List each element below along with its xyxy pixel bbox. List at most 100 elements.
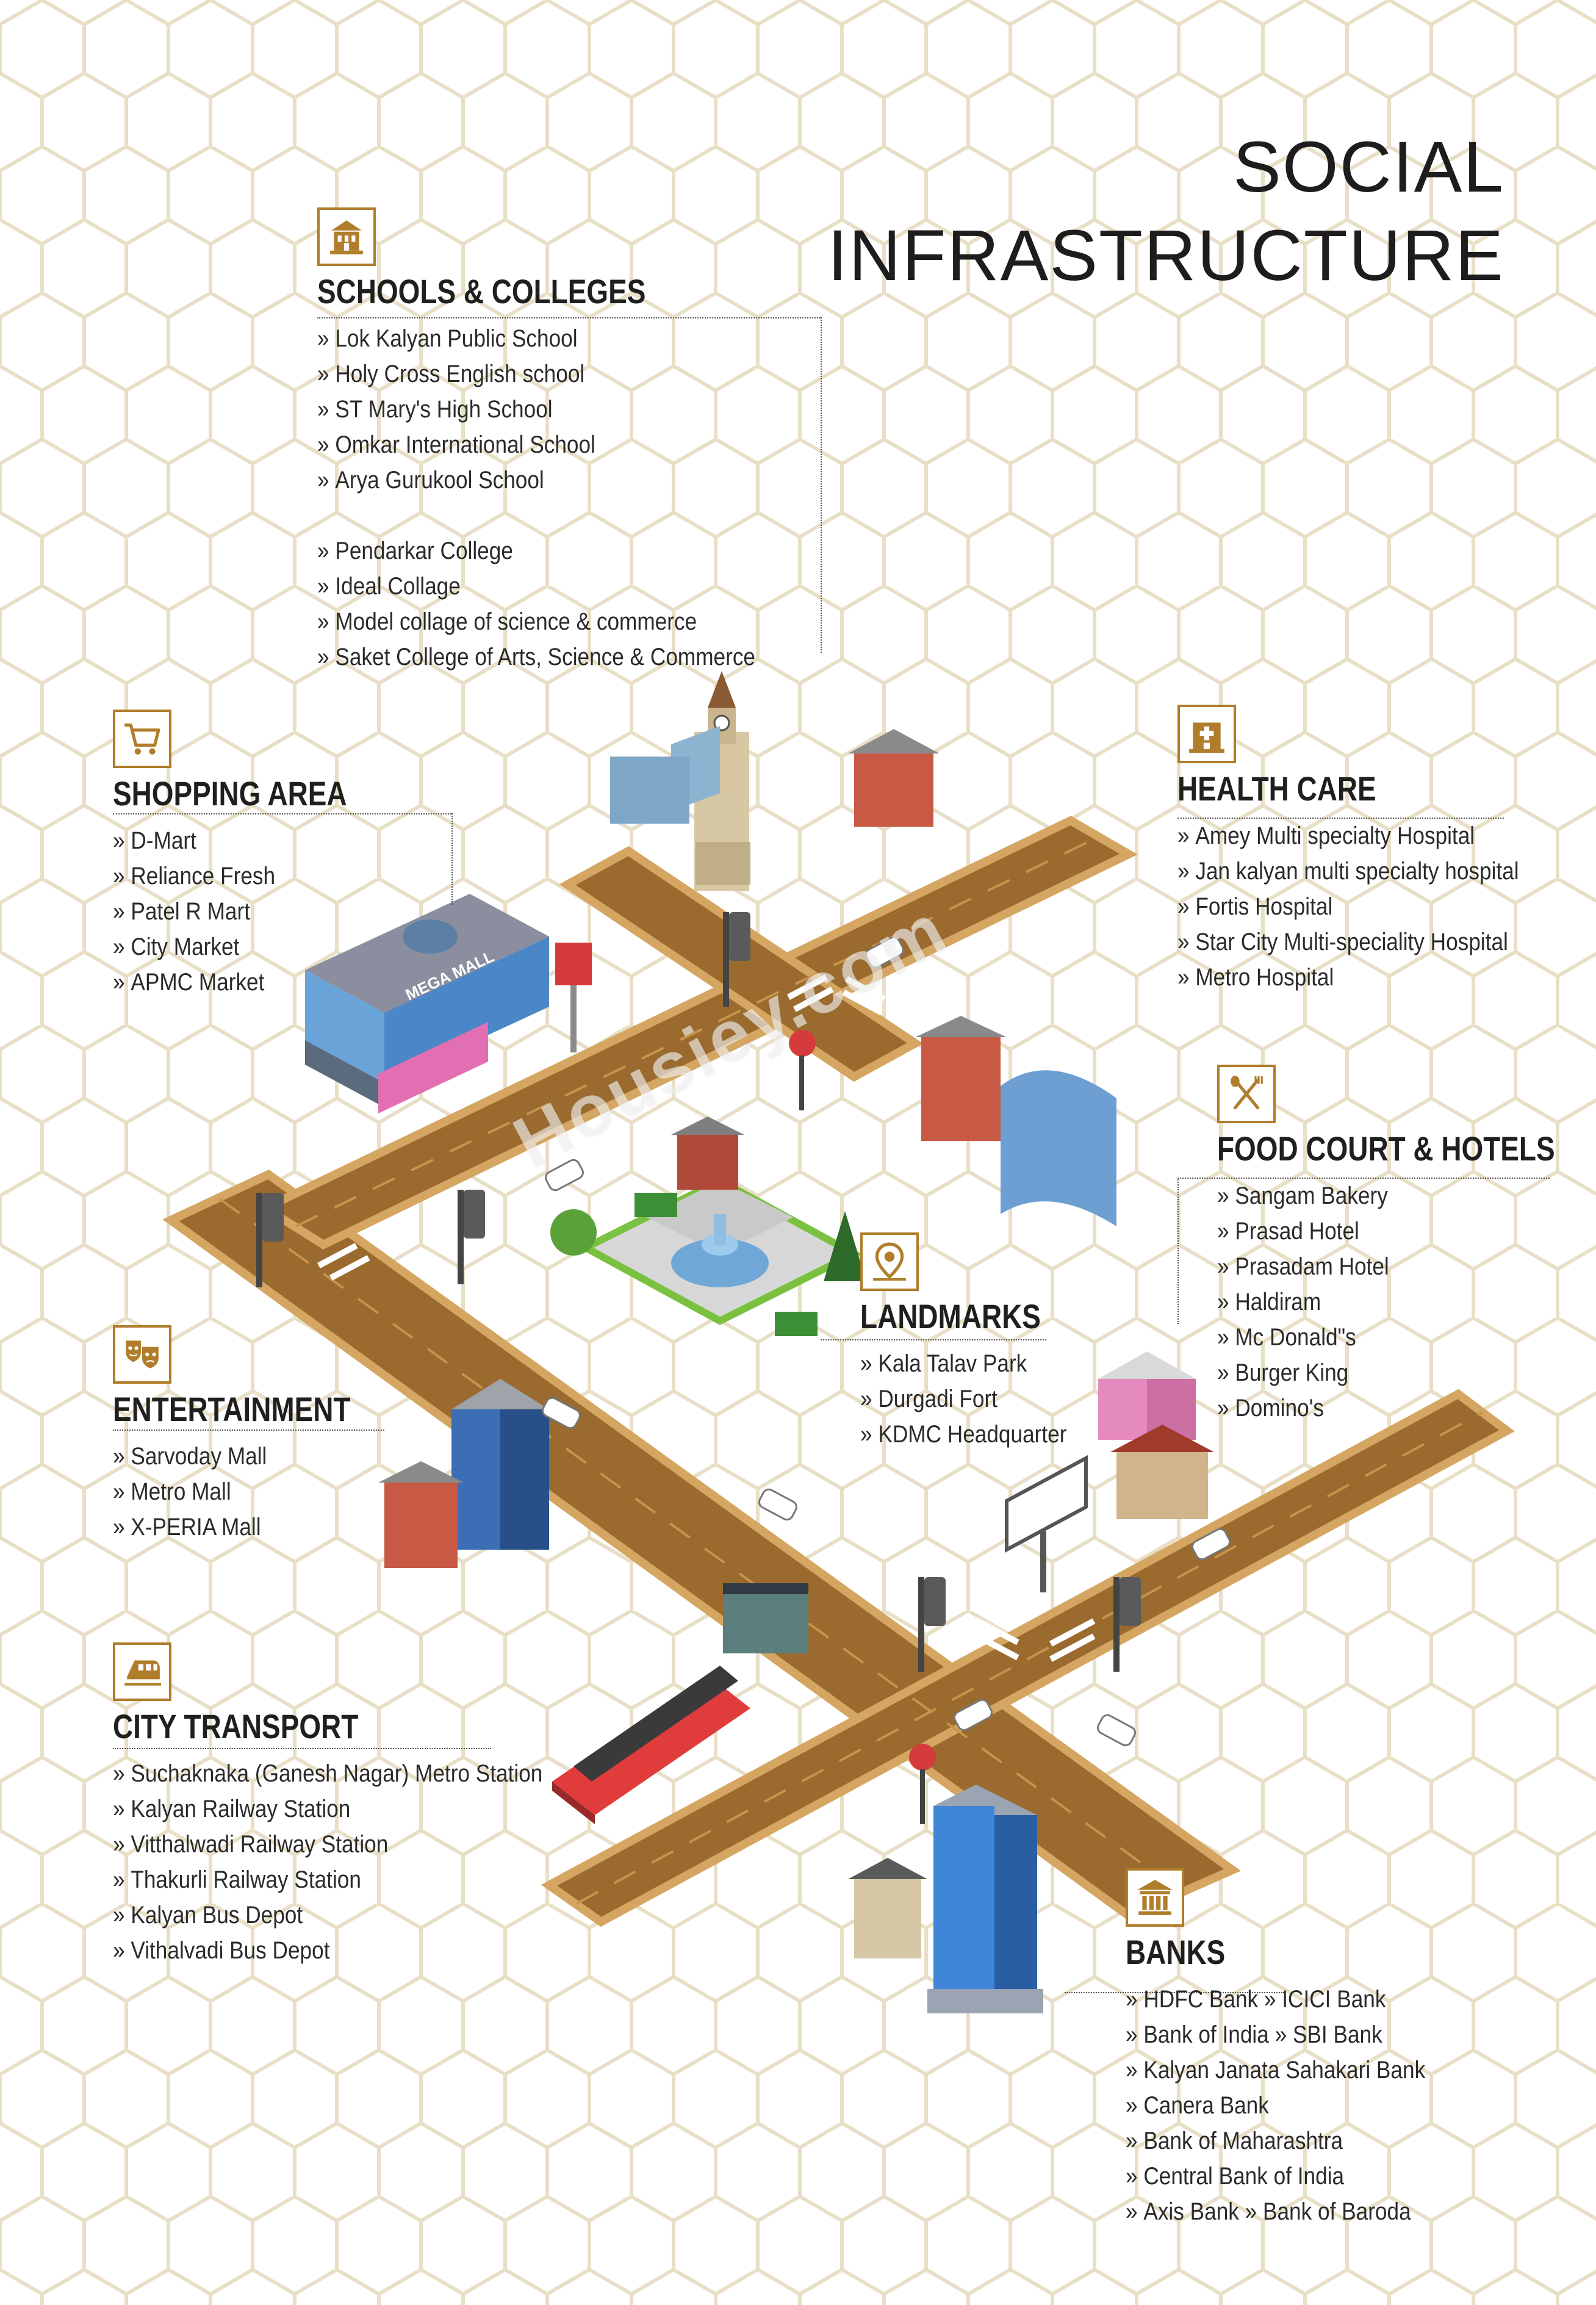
car-icon [865, 936, 904, 969]
tree-icon [550, 1209, 597, 1256]
transport-illustration [552, 1583, 808, 1824]
section-banks: BANKS HDFC Bank » ICICI Bank Bank of Ind… [1126, 1868, 1466, 2229]
list-item: KDMC Headquarter [860, 1417, 1066, 1452]
list-item: Amey Multi specialty Hospital [1177, 818, 1519, 854]
list-item: Saket College of Arts, Science & Commerc… [317, 639, 755, 675]
car-icon [1192, 1528, 1231, 1561]
map-pin-icon [860, 1232, 919, 1291]
leader-line [821, 317, 822, 653]
car-icon [1097, 1714, 1136, 1747]
schools-illustration [610, 671, 940, 891]
section-shopping-area: SHOPPING AREA D-Mart Reliance Fresh Pate… [113, 710, 398, 1000]
list-item: Suchaknaka (Ganesh Nagar) Metro Station [113, 1756, 542, 1791]
section-schools-colleges: SCHOOLS & COLLEGES Lok Kalyan Public Sch… [317, 207, 815, 675]
section-title: CITY TRANSPORT [113, 1707, 359, 1746]
road-network [162, 816, 1515, 1927]
list-item: Central Bank of India [1126, 2159, 1425, 2194]
section-title: SCHOOLS & COLLEGES [317, 272, 646, 311]
list-spacer [317, 498, 755, 533]
road-centerline [218, 1198, 1182, 1893]
list-item: Metro Mall [113, 1474, 368, 1509]
car-icon [545, 1159, 584, 1192]
list-item: Vithalvadi Bus Depot [113, 1933, 542, 1968]
section-title: ENTERTAINMENT [113, 1390, 351, 1428]
list-item: Jan kalyan multi specialty hospital [1177, 854, 1519, 889]
section-title: LANDMARKS [860, 1297, 1041, 1336]
list-item: Canera Bank [1126, 2088, 1425, 2123]
list-item: Ideal Collage [317, 569, 755, 604]
mega-mall-illustration: MEGA MALL [305, 894, 592, 1113]
section-list: Amey Multi specialty Hospital Jan kalyan… [1177, 818, 1565, 995]
section-list: Lok Kalyan Public School Holy Cross Engl… [317, 321, 815, 675]
list-item: Sarvoday Mall [113, 1439, 368, 1474]
school-building-icon [317, 207, 376, 266]
fountain [671, 1239, 769, 1287]
traffic-light-icon [458, 1190, 464, 1284]
signboard [555, 943, 592, 985]
list-item: Model collage of science & commerce [317, 604, 755, 639]
section-list: Sarvoday Mall Metro Mall X-PERIA Mall [113, 1439, 403, 1545]
leader-line [113, 1429, 384, 1431]
traffic-light-icon [256, 1193, 262, 1287]
list-item: ST Mary's High School [317, 392, 755, 427]
pine-tree-icon [824, 1211, 866, 1281]
list-item: Metro Hospital [1177, 960, 1519, 995]
list-item: Kalyan Railway Station [113, 1791, 542, 1827]
list-item: Vitthalwadi Railway Station [113, 1827, 542, 1862]
vehicles [542, 936, 1231, 1747]
list-item: Burger King [1217, 1355, 1580, 1390]
leader-line [451, 813, 453, 905]
list-item: Durgadi Fort [860, 1381, 1066, 1417]
list-item: Pendarkar College [317, 533, 755, 569]
billboard-illustration [1005, 1455, 1088, 1592]
list-item: HDFC Bank » ICICI Bank [1126, 1982, 1425, 2017]
road-top-northwest [559, 846, 924, 1082]
list-item: Prasad Hotel [1217, 1214, 1580, 1249]
food-court-illustration [1098, 1351, 1214, 1519]
leader-line [1177, 1178, 1179, 1324]
list-item: D-Mart [113, 823, 364, 858]
section-city-transport: CITY TRANSPORT Suchaknaka (Ganesh Nagar)… [113, 1642, 601, 1968]
road-northwest-to-southeast [162, 1169, 1242, 1921]
stop-sign-icon [909, 1744, 936, 1771]
list-item: Holy Cross English school [317, 356, 755, 392]
list-item: Axis Bank » Bank of Baroda [1126, 2194, 1425, 2229]
traffic-signals [256, 912, 1141, 1824]
bank-illustration [848, 1785, 1043, 2013]
bank-icon [1126, 1868, 1184, 1927]
section-landmarks: LANDMARKS Kala Talav Park Durgadi Fort K… [860, 1232, 1095, 1452]
section-title: FOOD COURT & HOTELS [1217, 1129, 1555, 1168]
shopping-cart-icon [113, 710, 171, 768]
car-icon [758, 1488, 797, 1521]
list-item: Prasadam Hotel [1217, 1249, 1580, 1284]
list-item: Mc Donald"s [1217, 1320, 1580, 1355]
list-item: Domino's [1217, 1390, 1580, 1426]
traffic-light-icon [1113, 1577, 1120, 1672]
list-item: Kalyan Janata Sahakari Bank [1126, 2052, 1425, 2088]
list-item: Star City Multi-speciality Hospital [1177, 924, 1519, 960]
leader-line [113, 1748, 491, 1749]
list-item: Omkar International School [317, 427, 755, 462]
leader-line [317, 317, 821, 318]
leader-line [821, 1339, 1046, 1340]
section-list: Sangam Bakery Prasad Hotel Prasadam Hote… [1217, 1178, 1596, 1426]
list-item: Lok Kalyan Public School [317, 321, 755, 356]
fork-spoon-icon [1217, 1065, 1276, 1123]
car-icon [954, 1699, 993, 1731]
list-item: Patel R Mart [113, 894, 364, 929]
list-item: Bank of Maharashtra [1126, 2123, 1425, 2159]
list-item: Haldiram [1217, 1284, 1580, 1320]
list-item: X-PERIA Mall [113, 1509, 368, 1545]
hospital-icon [1177, 705, 1236, 763]
list-item: Thakurli Railway Station [113, 1862, 542, 1897]
crosswalks [317, 974, 1096, 1662]
road-centerline [295, 836, 1099, 1228]
list-item: City Market [113, 929, 364, 965]
leader-line [113, 813, 451, 814]
list-item: Sangam Bakery [1217, 1178, 1580, 1214]
traffic-light-icon [723, 912, 729, 1007]
stop-sign-icon [789, 1030, 816, 1057]
list-item: Kalyan Bus Depot [113, 1897, 542, 1933]
